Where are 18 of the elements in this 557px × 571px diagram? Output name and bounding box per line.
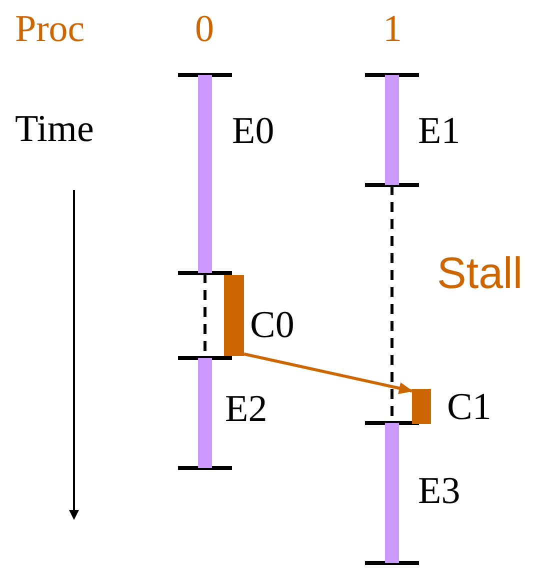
execution-bar bbox=[385, 423, 399, 563]
execution-bar bbox=[385, 75, 399, 185]
execution-bar bbox=[198, 75, 212, 273]
processor-number: 0 bbox=[195, 10, 214, 48]
bar-label: C0 bbox=[250, 306, 294, 344]
axis-label: Time bbox=[15, 110, 94, 148]
communication-bar bbox=[224, 275, 244, 356]
execution-bar bbox=[198, 358, 212, 468]
stall-label: Stall bbox=[437, 252, 523, 296]
bar-label: E1 bbox=[418, 112, 460, 150]
bar-label: E2 bbox=[225, 390, 268, 428]
bar-label: E3 bbox=[418, 472, 460, 510]
processor-number: 1 bbox=[383, 10, 402, 48]
bar-label: E0 bbox=[232, 112, 274, 150]
arrow bbox=[244, 352, 413, 394]
bar-label: C1 bbox=[447, 388, 492, 426]
column-header: Proc bbox=[15, 10, 85, 48]
communication-bar bbox=[412, 389, 431, 424]
